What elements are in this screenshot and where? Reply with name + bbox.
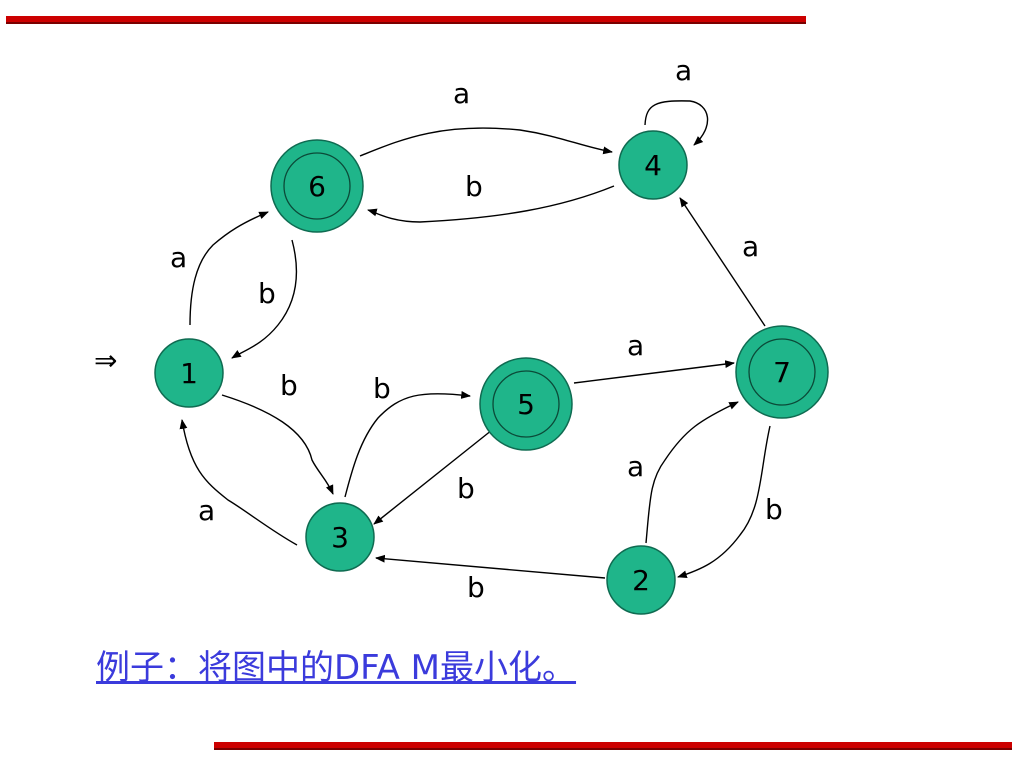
transition-5-to-3 (373, 429, 493, 525)
transition-1-to-3 (221, 394, 334, 495)
transition-label-5-to-7: a (627, 329, 644, 362)
state-4: 4 (618, 130, 688, 200)
transition-label-7-to-4: a (742, 230, 759, 263)
transition-label-5-to-3: b (457, 472, 475, 505)
bottom-rule (214, 742, 1012, 748)
transition-label-1-to-3: b (280, 369, 298, 402)
state-label-7: 7 (773, 356, 791, 389)
dfa-diagram: a b a b a a b a b b a a b b 1 2 3 4 5 6 7 ⇒ (94, 54, 829, 615)
state-label-3: 3 (331, 521, 349, 554)
transition-6-to-4 (359, 127, 613, 157)
transition-7-to-2 (677, 425, 771, 579)
state-label-5: 5 (517, 388, 535, 421)
state-label-2: 2 (632, 564, 650, 597)
state-7: 7 (735, 325, 829, 419)
accepting-ring-7 (748, 338, 816, 406)
transition-label-3-to-1: a (198, 494, 215, 527)
accepting-ring-6 (283, 152, 351, 220)
transition-label-2-to-7: a (627, 450, 644, 483)
state-circle-2 (606, 545, 676, 615)
transition-label-6-to-1: b (258, 277, 276, 310)
transition-label-4-to-4: a (675, 54, 692, 87)
caption: 例子：将图中的DFA M最小化。 (96, 648, 577, 688)
transition-label-1-to-6: a (170, 241, 187, 274)
state-6: 6 (270, 139, 364, 233)
transition-3-to-5 (344, 391, 471, 498)
transition-label-6-to-4: a (453, 77, 470, 110)
state-circle-4 (618, 130, 688, 200)
transition-4-to-6 (367, 185, 615, 223)
transition-6-to-1 (231, 239, 297, 359)
transition-labels: a b a b a a b a b b a a b b (170, 54, 783, 604)
state-label-4: 4 (644, 149, 662, 182)
transition-5-to-7 (573, 360, 735, 384)
transition-label-7-to-2: b (765, 493, 783, 526)
transition-label-4-to-6: b (465, 170, 483, 203)
top-rule (6, 16, 806, 22)
state-circle-1 (154, 338, 224, 408)
transition-3-to-1 (179, 419, 298, 546)
state-3: 3 (305, 502, 375, 572)
transition-1-to-6 (189, 211, 269, 326)
start-arrow: ⇒ (94, 344, 117, 377)
transition-label-3-to-5: b (373, 372, 391, 405)
state-label-1: 1 (180, 357, 198, 390)
state-circle-3 (305, 502, 375, 572)
state-1: 1 (154, 338, 224, 408)
transition-2-to-7 (645, 401, 739, 544)
transition-4-to-4 (644, 100, 709, 146)
state-2: 2 (606, 545, 676, 615)
transitions (179, 100, 771, 579)
state-5: 5 (479, 357, 573, 451)
transition-7-to-4 (679, 197, 766, 327)
accepting-ring-5 (492, 370, 560, 438)
states: 1 2 3 4 5 6 7 (154, 130, 829, 615)
transition-label-2-to-3: b (467, 571, 485, 604)
state-label-6: 6 (308, 170, 326, 203)
transition-2-to-3 (375, 554, 606, 579)
